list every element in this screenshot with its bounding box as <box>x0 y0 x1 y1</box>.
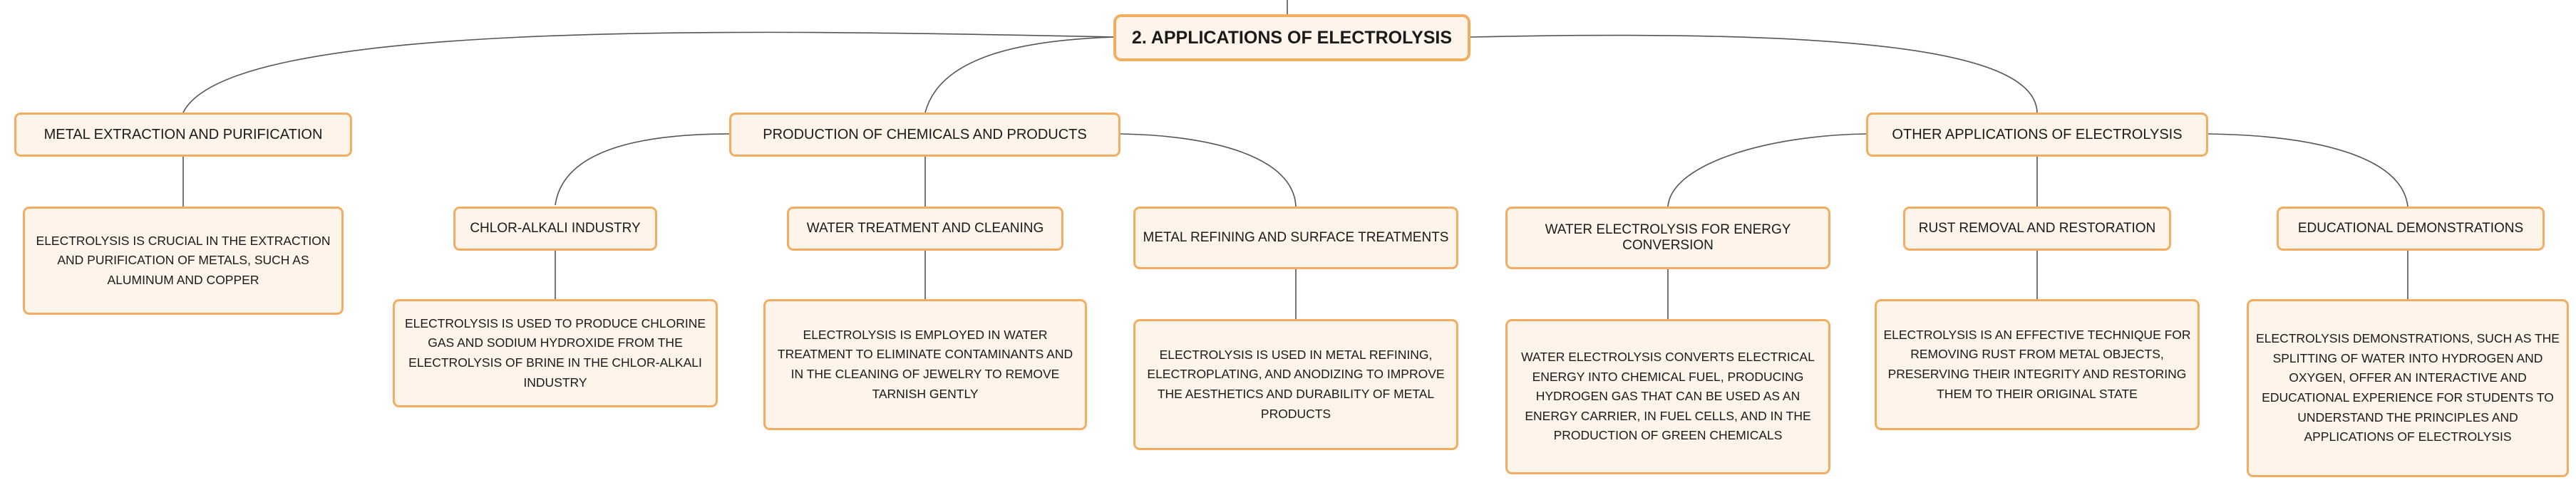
connector-other-to-energy-conversion <box>1667 133 1867 207</box>
detail-node-metal-refining[interactable]: ELECTROLYSIS IS USED IN METAL REFINING, … <box>1133 319 1458 450</box>
detail-text: ELECTROLYSIS IS USED TO PRODUCE CHLORINE… <box>404 316 706 390</box>
detail-node-rust-removal[interactable]: ELECTROLYSIS IS AN EFFECTIVE TECHNIQUE F… <box>1875 299 2200 430</box>
subtopic-label: WATER TREATMENT AND CLEANING <box>806 221 1044 236</box>
subtopic-node-metal-refining[interactable]: METAL REFINING AND SURFACE TREATMENTS <box>1133 207 1458 269</box>
subtopic-node-chlor-alkali[interactable]: CHLOR-ALKALI INDUSTRY <box>453 207 657 251</box>
branch-node-other-applications[interactable]: OTHER APPLICATIONS OF ELECTROLYSIS <box>1866 113 2208 157</box>
branch-node-production[interactable]: PRODUCTION OF CHEMICALS AND PRODUCTS <box>729 113 1120 157</box>
branch-label: OTHER APPLICATIONS OF ELECTROLYSIS <box>1892 126 2183 142</box>
connector-root-to-metal-extraction <box>182 31 1114 113</box>
detail-text: WATER ELECTROLYSIS CONVERTS ELECTRICAL E… <box>1521 349 1815 443</box>
connector-production-to-chlor-alkali <box>555 133 730 206</box>
detail-text: ELECTROLYSIS DEMONSTRATIONS, SUCH AS THE… <box>2256 331 2560 444</box>
connector-other-to-educational <box>2207 133 2408 207</box>
subtopic-node-water-treatment[interactable]: WATER TREATMENT AND CLEANING <box>787 207 1063 251</box>
connector-root-to-other-applications <box>1470 34 2038 113</box>
detail-text: ELECTROLYSIS IS USED IN METAL REFINING, … <box>1147 347 1445 421</box>
detail-text: ELECTROLYSIS IS CRUCIAL IN THE EXTRACTIO… <box>36 233 331 287</box>
branch-label: METAL EXTRACTION AND PURIFICATION <box>43 126 323 142</box>
subtopic-label: RUST REMOVAL AND RESTORATION <box>1918 221 2156 236</box>
detail-node-chlor-alkali[interactable]: ELECTROLYSIS IS USED TO PRODUCE CHLORINE… <box>393 299 718 407</box>
detail-text: ELECTROLYSIS IS AN EFFECTIVE TECHNIQUE F… <box>1883 327 2191 401</box>
subtopic-node-energy-conversion[interactable]: WATER ELECTROLYSIS FOR ENERGY CONVERSION <box>1505 207 1830 269</box>
subtopic-label: CHLOR-ALKALI INDUSTRY <box>470 221 641 236</box>
connector-root-to-production <box>924 36 1114 113</box>
root-topic-node[interactable]: 2. APPLICATIONS OF ELECTROLYSIS <box>1113 14 1470 61</box>
root-topic-label: 2. APPLICATIONS OF ELECTROLYSIS <box>1131 27 1453 48</box>
connector-production-to-metal-refining <box>1120 133 1297 207</box>
subtopic-node-rust-removal[interactable]: RUST REMOVAL AND RESTORATION <box>1903 207 2171 251</box>
subtopic-node-educational[interactable]: EDUCATIONAL DEMONSTRATIONS <box>2277 207 2545 251</box>
detail-node-water-treatment[interactable]: ELECTROLYSIS IS EMPLOYED IN WATER TREATM… <box>763 299 1087 430</box>
detail-node-metal-extraction[interactable]: ELECTROLYSIS IS CRUCIAL IN THE EXTRACTIO… <box>23 207 344 315</box>
detail-node-energy-conversion[interactable]: WATER ELECTROLYSIS CONVERTS ELECTRICAL E… <box>1505 319 1830 474</box>
branch-node-metal-extraction[interactable]: METAL EXTRACTION AND PURIFICATION <box>14 113 352 157</box>
subtopic-label: WATER ELECTROLYSIS FOR ENERGY CONVERSION <box>1545 222 1791 253</box>
branch-label: PRODUCTION OF CHEMICALS AND PRODUCTS <box>763 126 1087 142</box>
subtopic-label: EDUCATIONAL DEMONSTRATIONS <box>2297 221 2524 236</box>
detail-node-educational[interactable]: ELECTROLYSIS DEMONSTRATIONS, SUCH AS THE… <box>2247 299 2569 477</box>
detail-text: ELECTROLYSIS IS EMPLOYED IN WATER TREATM… <box>777 327 1073 401</box>
subtopic-label: METAL REFINING AND SURFACE TREATMENTS <box>1143 230 1449 245</box>
